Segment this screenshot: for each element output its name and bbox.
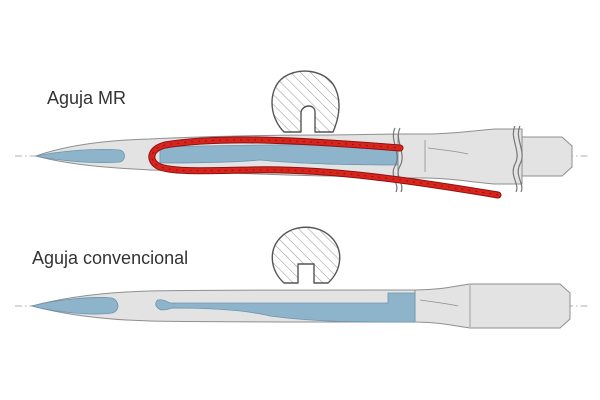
mr-needle-shank: [397, 128, 523, 185]
mr-needle-break-mark-2: [512, 125, 518, 193]
mr-needle-break-mark-1: [392, 127, 398, 193]
conventional-needle-point-groove: [30, 297, 119, 315]
conventional-needle-shank: [414, 283, 571, 329]
mr-needle-long-groove: [159, 144, 399, 166]
conventional-needle-cross-section: [271, 226, 341, 284]
conventional-needle: [15, 226, 590, 329]
mr-needle: [15, 70, 590, 199]
mr-needle-butt: [521, 136, 573, 177]
mr-needle-label: Aguja MR: [47, 88, 127, 108]
mr-needle-cross-section: [271, 70, 340, 133]
conventional-needle-long-groove: [155, 292, 416, 323]
mr-needle-point-groove: [35, 148, 125, 164]
conventional-needle-label: Aguja convencional: [32, 248, 189, 268]
